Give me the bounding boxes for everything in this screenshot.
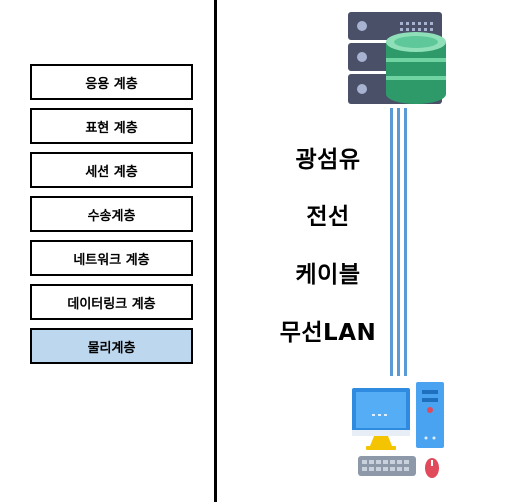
layer-network: 네트워크 계층 (30, 240, 193, 276)
desktop-computer-icon (352, 382, 444, 478)
layer-presentation: 표현 계층 (30, 108, 193, 144)
cable-line (397, 108, 400, 376)
server-database-icon (348, 12, 446, 104)
medium-wire: 전선 (306, 204, 350, 230)
layer-datalink: 데이터링크 계층 (30, 284, 193, 320)
divider-line (214, 0, 217, 502)
cable-line (404, 108, 407, 376)
medium-wireless-lan: 무선LAN (279, 320, 377, 346)
medium-cable: 케이블 (295, 262, 361, 288)
layer-session: 세션 계층 (30, 152, 193, 188)
layer-physical: 물리계층 (30, 328, 193, 364)
layer-transport: 수송계층 (30, 196, 193, 232)
cable-line (390, 108, 393, 376)
medium-fiber: 광섬유 (295, 147, 361, 173)
layer-application: 응용 계층 (30, 64, 193, 100)
